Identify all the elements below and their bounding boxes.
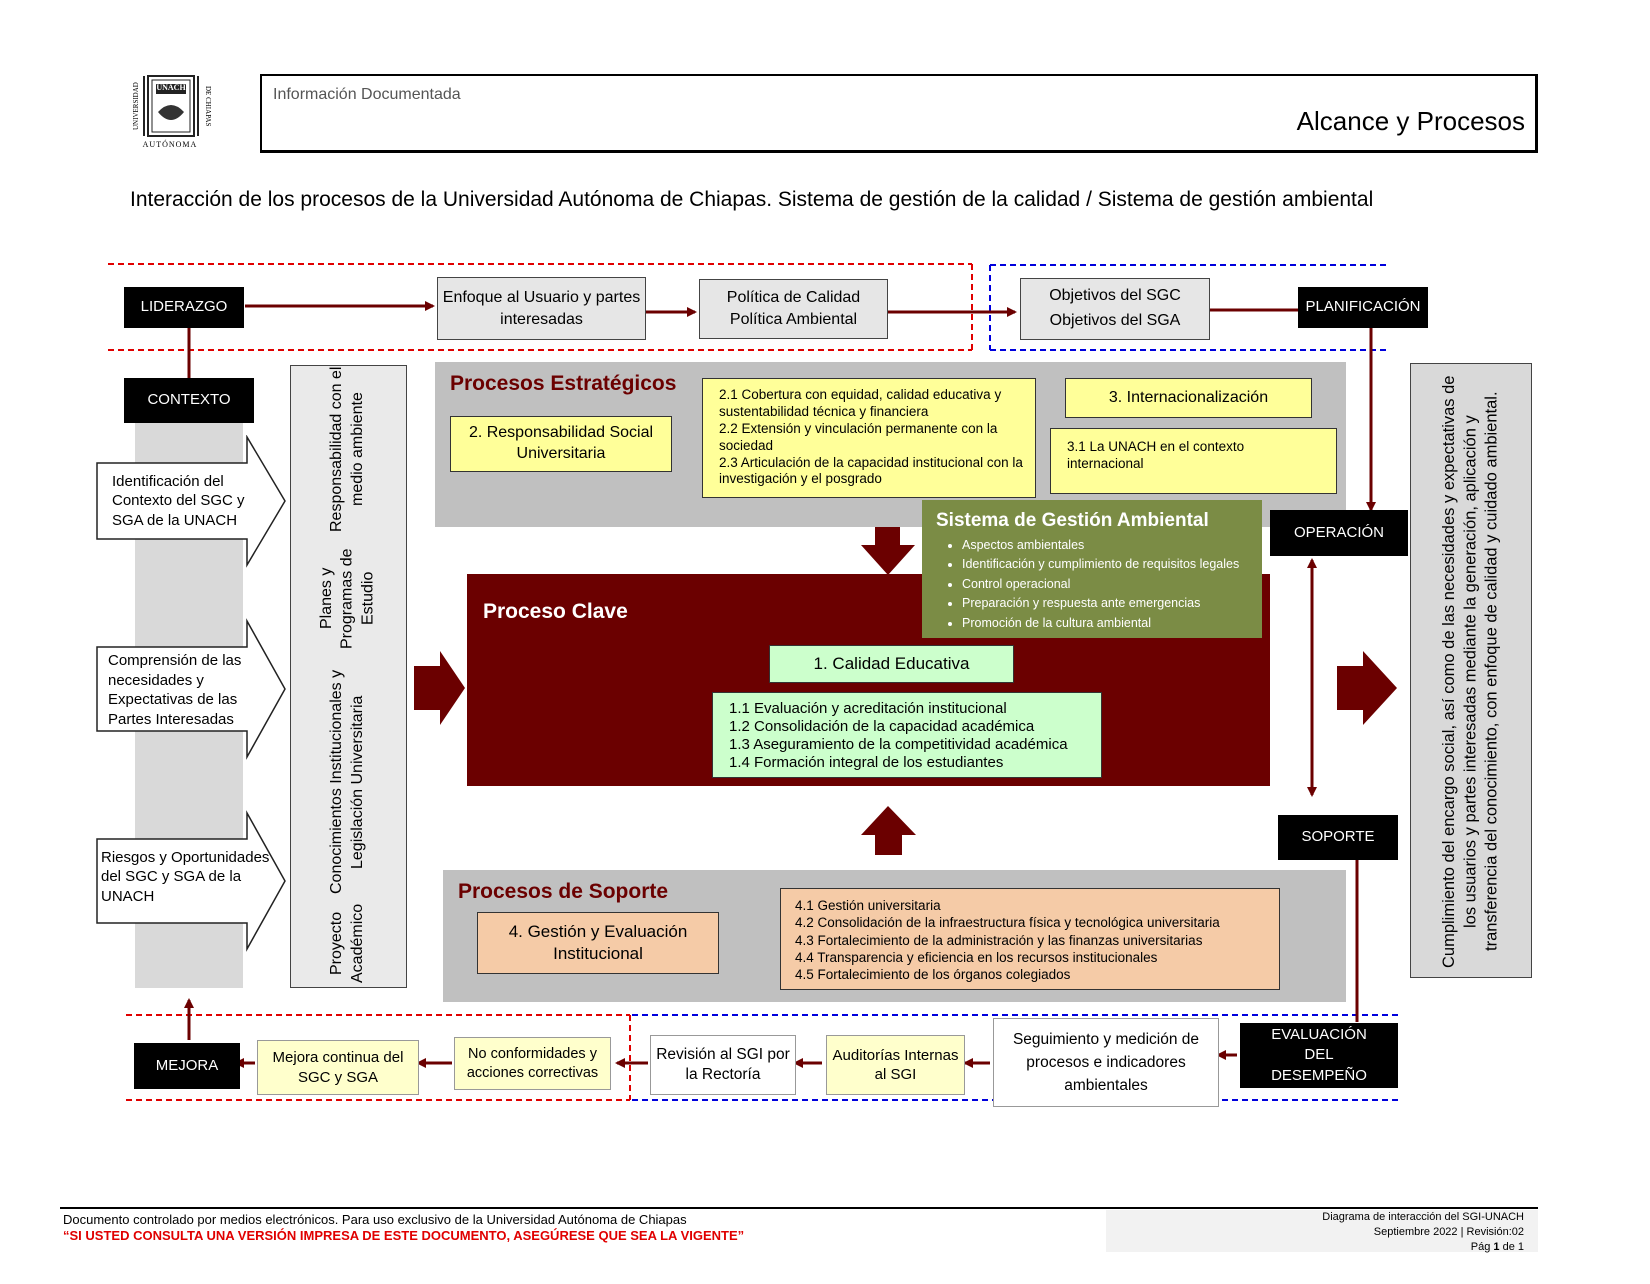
ctx-comprension: Comprensión de las necesidades y Expecta… bbox=[108, 652, 242, 728]
footer-date-rev: Septiembre 2022 | Revisión:02 bbox=[1373, 1225, 1524, 1238]
unach-logo: UNACH AUTÓNOMA UNIVERSIDAD DE CHIAPAS bbox=[120, 72, 220, 154]
dashed-region-red-bottom bbox=[126, 1014, 631, 1101]
footer-page: Pág 1 de 1 bbox=[1470, 1240, 1524, 1253]
dashed-region-red-top bbox=[108, 263, 973, 351]
objetivos-sgc: Objetivos del SGC bbox=[1049, 287, 1181, 305]
soporte-label: SOPORTE bbox=[1278, 815, 1398, 860]
header-box: Información Documentada Alcance y Proces… bbox=[260, 74, 1538, 153]
diagram-title: Interacción de los procesos de la Univer… bbox=[130, 188, 1374, 211]
auditorias-box: Auditorías Internas al SGI bbox=[826, 1035, 965, 1095]
logo-text-right: DE CHIAPAS bbox=[204, 85, 212, 127]
footer-page-num: 1 bbox=[1493, 1240, 1500, 1253]
cumplimiento-text: Cumplimiento del encargo social, así com… bbox=[1439, 375, 1501, 968]
logo-text-bottom: AUTÓNOMA bbox=[142, 140, 198, 149]
estrategicos-items: 2.1 Cobertura con equidad, calidad educa… bbox=[702, 378, 1036, 498]
mejora-continua-box: Mejora continua del SGC y SGA bbox=[257, 1040, 419, 1095]
objetivos-box: Objetivos del SGC Objetivos del SGA bbox=[1020, 278, 1210, 340]
politica-box: Política de Calidad Política Ambiental bbox=[699, 279, 888, 339]
sga-panel: Sistema de Gestión Ambiental Aspectos am… bbox=[922, 500, 1262, 638]
proyecto-1: Proyecto Académico bbox=[328, 903, 366, 983]
footer-rule bbox=[60, 1207, 1538, 1209]
cumplimiento-box: Cumplimiento del encargo social, así com… bbox=[1410, 363, 1532, 978]
planificacion-label: PLANIFICACIÓN bbox=[1298, 287, 1428, 328]
header-label: Información Documentada bbox=[273, 86, 461, 103]
contexto-label: CONTEXTO bbox=[124, 378, 254, 423]
sga-title: Sistema de Gestión Ambiental bbox=[936, 510, 1209, 531]
liderazgo-label: LIDERAZGO bbox=[124, 287, 244, 328]
mejora-label: MEJORA bbox=[134, 1043, 240, 1089]
clave-title: Proceso Clave bbox=[483, 600, 628, 623]
proyecto-2: Conocimientos Institucionales y Legislac… bbox=[328, 670, 366, 895]
block-arrow-up-soporte bbox=[861, 806, 916, 855]
header-title: Alcance y Procesos bbox=[1296, 106, 1525, 136]
footer-line1: Documento controlado por medios electrón… bbox=[63, 1212, 687, 1227]
block-arrow-out-clave bbox=[1337, 651, 1397, 725]
sga-item: Promoción de la cultura ambiental bbox=[962, 614, 1262, 633]
operacion-label: OPERACIÓN bbox=[1270, 510, 1408, 556]
estrategicos-title: Procesos Estratégicos bbox=[450, 372, 677, 395]
internacionalizacion-box: 3. Internacionalización bbox=[1065, 378, 1312, 418]
objetivos-sga: Objetivos del SGA bbox=[1049, 312, 1181, 329]
responsabilidad-social-box: 2. Responsabilidad Social Universitaria bbox=[450, 416, 672, 472]
context-arrows bbox=[96, 435, 286, 952]
gestion-evaluacion-box: 4. Gestión y Evaluación Institucional bbox=[477, 912, 719, 974]
shield-icon bbox=[143, 75, 199, 137]
soporte-title: Procesos de Soporte bbox=[458, 880, 669, 903]
soporte-items: 4.1 Gestión universitaria 4.2 Consolidac… bbox=[780, 888, 1280, 990]
evaluacion-desempeno-label: EVALUACIÓN DEL DESEMPEÑO bbox=[1240, 1023, 1398, 1088]
block-arrow-into-clave bbox=[414, 651, 465, 725]
sga-item: Control operacional bbox=[962, 575, 1262, 594]
calidad-educativa-box: 1. Calidad Educativa bbox=[769, 645, 1014, 683]
footer-line2: “SI USTED CONSULTA UNA VERSIÓN IMPRESA D… bbox=[63, 1228, 745, 1243]
politica-calidad: Política de Calidad bbox=[726, 289, 861, 307]
ctx-riesgos: Riesgos y Oportunidades del SGC y SGA de… bbox=[101, 848, 270, 905]
ctx-identificacion: Identificación del Contexto del SGC y SG… bbox=[112, 472, 245, 529]
sga-item: Identificación y cumplimiento de requisi… bbox=[962, 555, 1262, 574]
internacionalizacion-item: 3.1 La UNACH en el contexto internaciona… bbox=[1050, 428, 1337, 494]
politica-ambiental: Política Ambiental bbox=[729, 311, 858, 328]
logo-text-center: UNACH bbox=[156, 83, 186, 92]
footer-docinfo: Diagrama de interacción del SGI-UNACH Se… bbox=[1106, 1210, 1538, 1253]
proyecto-3: Planes y Programas de Estudio bbox=[317, 548, 377, 649]
footer-docname: Diagrama de interacción del SGI-UNACH bbox=[1322, 1211, 1524, 1223]
sga-item: Preparación y respuesta ante emergencias bbox=[962, 594, 1262, 613]
proyecto-4: Responsabilidad con el medio ambiente bbox=[328, 366, 366, 533]
proyecto-academico-box: Proyecto Académico Conocimientos Institu… bbox=[290, 365, 407, 988]
sga-list: Aspectos ambientales Identificación y cu… bbox=[936, 536, 1262, 633]
no-conformidades-box: No conformidades y acciones correctivas bbox=[454, 1037, 611, 1090]
enfoque-usuario-box: Enfoque al Usuario y partes interesadas bbox=[437, 277, 646, 340]
calidad-items: 1.1 Evaluación y acreditación institucio… bbox=[712, 692, 1102, 778]
sga-item: Aspectos ambientales bbox=[962, 536, 1262, 555]
revision-sgi-box: Revisión al SGI por la Rectoría bbox=[650, 1035, 796, 1095]
block-arrow-down-estrategicos bbox=[861, 527, 915, 575]
dashed-region-blue-top bbox=[989, 264, 1388, 351]
seguimiento-box: Seguimiento y medición de procesos e ind… bbox=[993, 1018, 1219, 1107]
